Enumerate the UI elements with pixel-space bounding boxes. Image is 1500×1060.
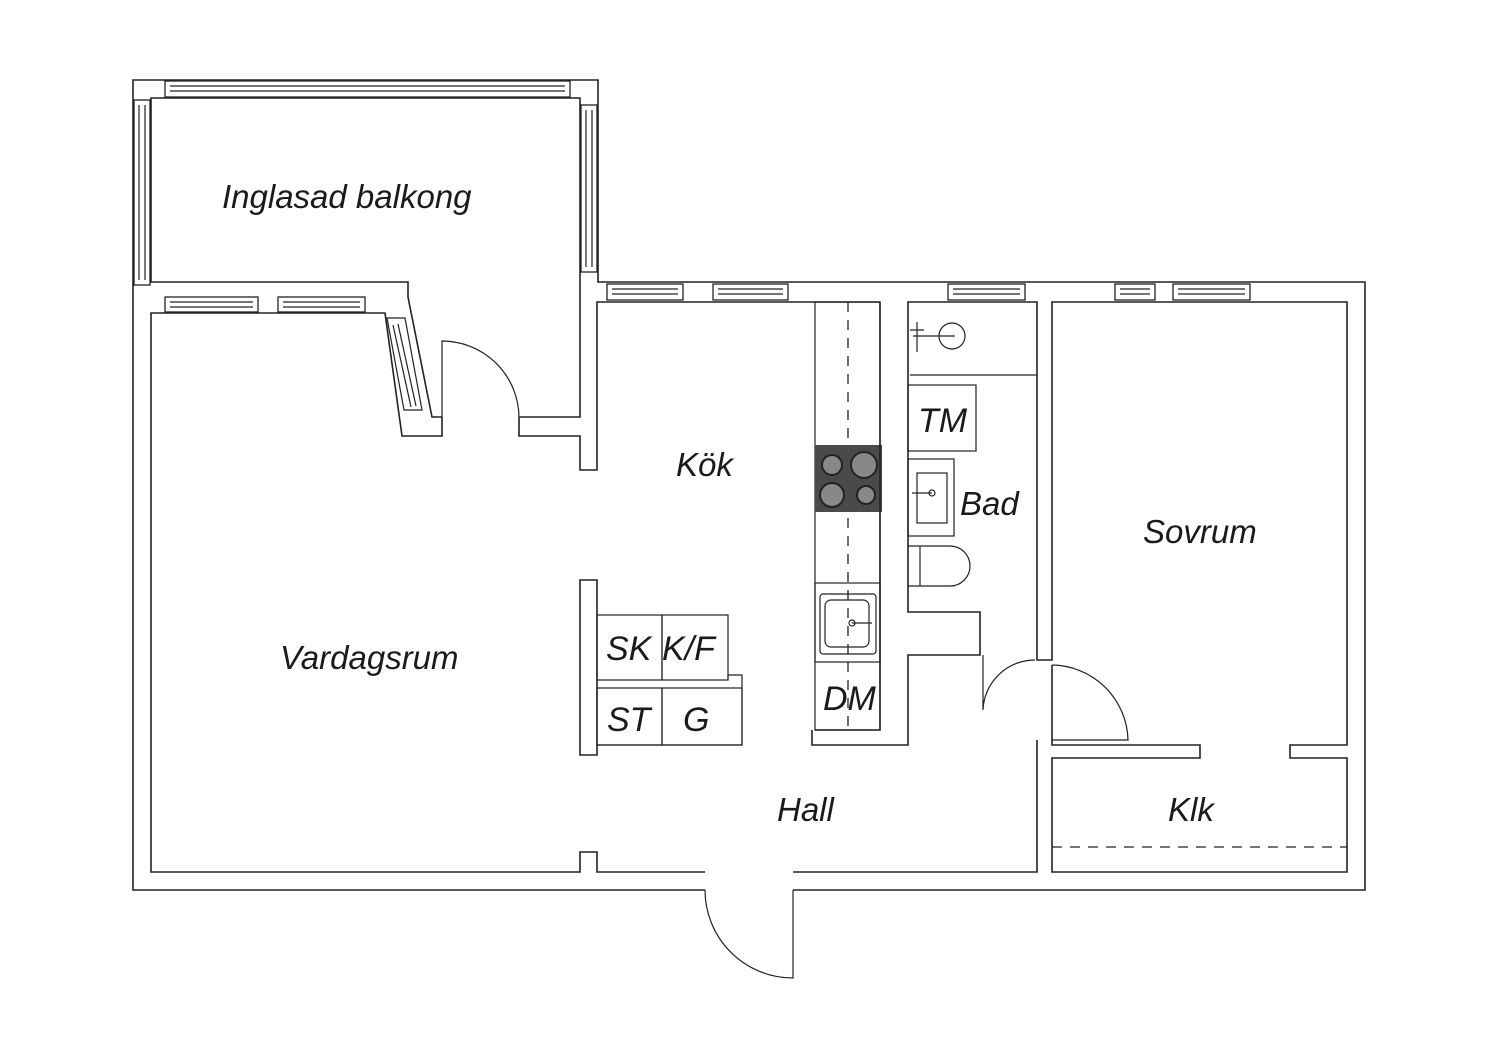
label-tm: TM bbox=[918, 402, 968, 440]
wardrobe-box bbox=[661, 687, 743, 746]
room-label-living: Vardagsrum bbox=[280, 639, 459, 676]
room-label-bath: Bad bbox=[960, 485, 1020, 522]
label-dm: DM bbox=[823, 680, 877, 718]
toilet-icon bbox=[908, 545, 971, 587]
hall-wall bbox=[793, 740, 1038, 873]
label-kf: K/F bbox=[662, 630, 717, 668]
shower-icon bbox=[910, 322, 1037, 376]
entrance-door bbox=[704, 889, 794, 979]
room-label-hall: Hall bbox=[777, 791, 836, 828]
angled-window bbox=[386, 317, 423, 411]
bedroom-door bbox=[1051, 664, 1129, 741]
kitchen-partition bbox=[579, 579, 598, 756]
outer-wall bbox=[132, 79, 1366, 891]
label-g: G bbox=[683, 701, 709, 739]
interior-walls bbox=[811, 301, 1348, 873]
room-label-kitchen: Kök bbox=[676, 446, 734, 483]
room-label-closet: Klk bbox=[1168, 791, 1215, 828]
washer-box bbox=[907, 384, 977, 452]
label-st: ST bbox=[607, 701, 653, 739]
windows bbox=[133, 80, 1251, 313]
label-sk: SK bbox=[606, 630, 653, 668]
bath-door bbox=[982, 655, 1036, 711]
bath-sink-icon bbox=[907, 458, 955, 537]
room-label-bedroom: Sovrum bbox=[1143, 513, 1257, 550]
kitchen-stub bbox=[518, 301, 880, 471]
room-label-balcony: Inglasad balkong bbox=[222, 178, 472, 215]
cooktop-icon bbox=[815, 445, 882, 512]
fridge-box bbox=[661, 614, 729, 681]
balcony-door bbox=[441, 340, 520, 418]
balcony-wall bbox=[150, 97, 581, 418]
living-wall bbox=[150, 312, 705, 873]
